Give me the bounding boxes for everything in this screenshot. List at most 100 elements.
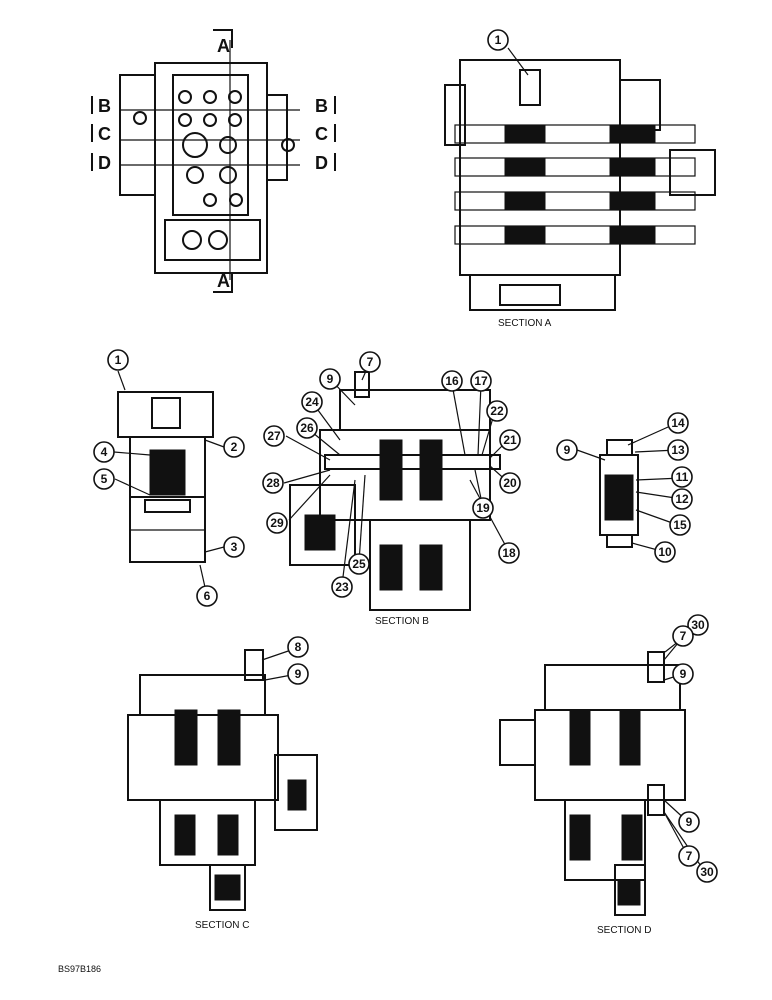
callout-26: 26 <box>296 417 318 439</box>
callout-23: 23 <box>331 576 353 598</box>
svg-text:5: 5 <box>101 472 108 486</box>
cut-marker-a-bottom: A <box>213 271 233 293</box>
svg-text:10: 10 <box>658 545 672 559</box>
cut-marker-a-top: A <box>213 29 233 56</box>
svg-text:13: 13 <box>671 443 685 457</box>
svg-text:9: 9 <box>327 372 334 386</box>
callout-7-section-d-bottom: 7 <box>678 845 700 867</box>
small-valve-detail <box>599 439 639 548</box>
callout-3: 3 <box>223 536 245 558</box>
callout-19: 19 <box>472 497 494 519</box>
callout-4: 4 <box>93 441 115 463</box>
svg-text:A: A <box>217 36 230 56</box>
callout-9-section-d-top: 9 <box>672 663 694 685</box>
svg-text:26: 26 <box>300 421 314 435</box>
callout-30-top: 30 <box>687 614 709 636</box>
svg-text:B: B <box>98 96 111 116</box>
svg-text:20: 20 <box>503 476 517 490</box>
svg-text:9: 9 <box>564 443 571 457</box>
svg-text:9: 9 <box>295 667 302 681</box>
svg-text:B: B <box>315 96 328 116</box>
section-a-label: SECTION A <box>498 318 552 329</box>
svg-text:8: 8 <box>295 640 302 654</box>
svg-text:29: 29 <box>270 516 284 530</box>
callout-8: 8 <box>287 636 309 658</box>
callout-22: 22 <box>486 400 508 422</box>
svg-text:30: 30 <box>691 618 705 632</box>
cut-marker-c-right: C <box>315 124 336 144</box>
svg-text:1: 1 <box>495 33 502 47</box>
callout-11: 11 <box>671 466 693 488</box>
callout-7-section-d-top: 7 <box>672 625 694 647</box>
svg-text:30: 30 <box>700 865 714 879</box>
section-d-label: SECTION D <box>597 925 651 936</box>
callout-24: 24 <box>301 391 323 413</box>
callout-9-section-d-bottom: 9 <box>678 811 700 833</box>
svg-text:24: 24 <box>305 395 319 409</box>
svg-text:27: 27 <box>267 429 281 443</box>
section-c-label: SECTION C <box>195 920 249 931</box>
callout-12: 12 <box>671 488 693 510</box>
svg-text:7: 7 <box>680 629 687 643</box>
svg-text:2: 2 <box>231 440 238 454</box>
callout-1-detail: 1 <box>107 349 129 371</box>
svg-text:21: 21 <box>503 433 517 447</box>
callout-25: 25 <box>348 553 370 575</box>
callout-29: 29 <box>266 512 288 534</box>
svg-text:11: 11 <box>676 470 689 484</box>
svg-text:C: C <box>315 124 328 144</box>
valve-top-view <box>119 40 300 280</box>
svg-text:C: C <box>98 124 111 144</box>
callout-7-section-b: 7 <box>359 351 381 373</box>
section-c-view: SECTION C <box>127 649 318 931</box>
svg-text:1: 1 <box>115 353 122 367</box>
svg-text:D: D <box>315 153 328 173</box>
callout-6: 6 <box>196 585 218 607</box>
svg-text:19: 19 <box>476 501 490 515</box>
cut-marker-d-left: D <box>91 153 111 173</box>
callout-9-detail: 9 <box>556 439 578 461</box>
svg-text:3: 3 <box>231 540 238 554</box>
svg-text:17: 17 <box>474 374 488 388</box>
svg-text:9: 9 <box>680 667 687 681</box>
section-a-view: SECTION A <box>444 59 716 329</box>
svg-text:6: 6 <box>204 589 211 603</box>
cut-marker-b-left: B <box>91 96 111 116</box>
callout-21: 21 <box>499 429 521 451</box>
callout-10: 10 <box>654 541 676 563</box>
svg-text:22: 22 <box>490 404 504 418</box>
svg-text:7: 7 <box>686 849 693 863</box>
cut-marker-c-left: C <box>91 124 111 144</box>
callout-30-bottom: 30 <box>696 861 718 883</box>
svg-text:A: A <box>217 271 230 291</box>
callout-5: 5 <box>93 468 115 490</box>
section-b-label: SECTION B <box>375 616 429 627</box>
callout-15: 15 <box>669 514 691 536</box>
callout-16: 16 <box>441 370 463 392</box>
callout-14: 14 <box>667 412 689 434</box>
callout-28: 28 <box>262 472 284 494</box>
cut-marker-b-right: B <box>315 96 336 116</box>
figure-id: BS97B186 <box>58 964 101 974</box>
callout-9-section-c: 9 <box>287 663 309 685</box>
callout-2: 2 <box>223 436 245 458</box>
cut-marker-d-right: D <box>315 153 336 173</box>
svg-text:28: 28 <box>266 476 280 490</box>
svg-text:D: D <box>98 153 111 173</box>
svg-text:23: 23 <box>335 580 349 594</box>
callout-17: 17 <box>470 370 492 392</box>
svg-text:12: 12 <box>675 492 689 506</box>
svg-text:15: 15 <box>673 518 687 532</box>
svg-text:14: 14 <box>671 416 685 430</box>
callout-1-section-a: 1 <box>487 29 509 51</box>
svg-text:16: 16 <box>445 374 459 388</box>
callout-27: 27 <box>263 425 285 447</box>
svg-text:4: 4 <box>101 445 108 459</box>
svg-text:7: 7 <box>367 355 374 369</box>
callout-9-section-b: 9 <box>319 368 341 390</box>
section-d-view: SECTION D <box>499 651 686 936</box>
svg-text:18: 18 <box>502 546 516 560</box>
callout-18: 18 <box>498 542 520 564</box>
section-b-view: SECTION B <box>289 371 501 627</box>
